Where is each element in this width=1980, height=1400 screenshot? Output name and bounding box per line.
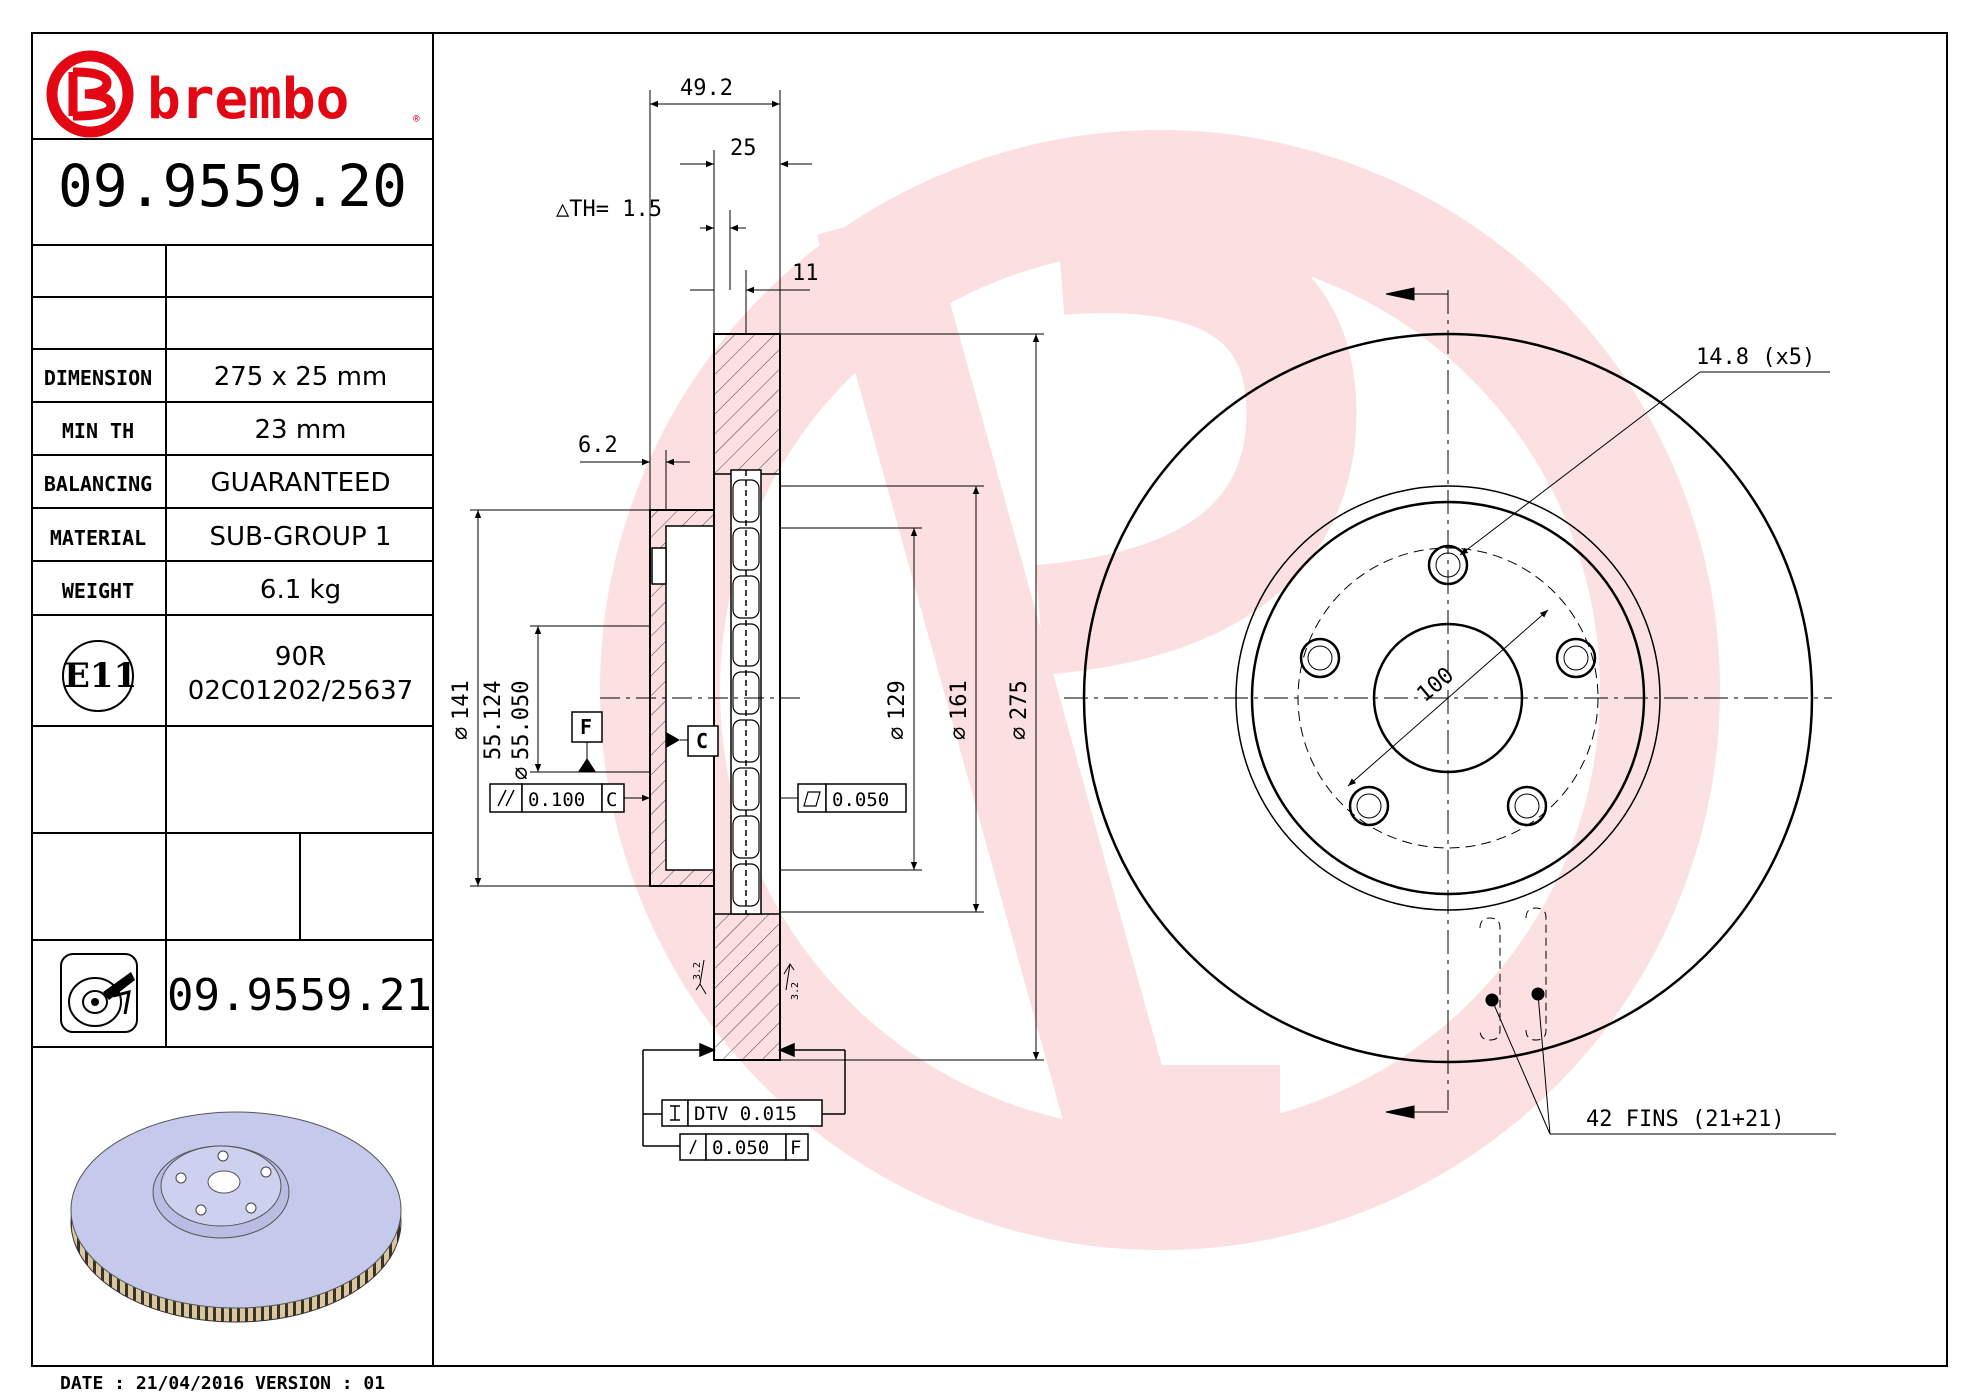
brembo-logo: brembo ®: [46, 50, 420, 138]
section-dimension-texts: 49.2 25 △TH= 1.5 11 6.2 ⌀ 141 ⌀ 55.124 5…: [449, 76, 1032, 780]
dim-thickness: 25: [730, 136, 757, 161]
tolerance-flatness: [780, 783, 907, 813]
variant-part-number: 09.9559.21: [167, 970, 432, 1021]
parallel-value: 0.100: [528, 789, 585, 811]
parallel-ref: C: [606, 789, 617, 811]
spec-value-dimension: 275 x 25 mm: [213, 362, 388, 392]
info-panel: brembo ® 09.9559.20 DIMENSION 275 x 25 m…: [31, 32, 434, 1367]
svg-text:⌀: ⌀: [449, 727, 474, 740]
dim-offset: 6.2: [578, 433, 618, 458]
section-dimensions: [470, 90, 1044, 1061]
spec-label-weight: WEIGHT: [61, 579, 135, 603]
brand-name: brembo: [147, 67, 349, 132]
dim-d141: 141: [449, 680, 474, 720]
svg-text:⌀: ⌀: [885, 727, 910, 740]
roughness-symbols: [695, 959, 795, 995]
svg-text:⌀: ⌀: [1007, 727, 1032, 740]
dim-d275: 275: [1007, 680, 1032, 720]
roughness-right: 3.2: [790, 982, 801, 1000]
drawing-sheet: [31, 32, 1948, 1367]
dim-d129: 129: [885, 680, 910, 720]
svg-text:⌀: ⌀: [947, 727, 972, 740]
spec-label-dimension: DIMENSION: [43, 366, 153, 390]
dtv-value: DTV 0.015: [694, 1103, 797, 1125]
dim-width-total: 49.2: [680, 76, 733, 101]
spec-value-material: SUB-GROUP 1: [209, 522, 392, 552]
part-number: 09.9559.20: [57, 152, 408, 220]
tolerance-parallelism: [489, 783, 650, 813]
footer-date-version: DATE : 21/04/2016 VERSION : 01: [60, 1373, 386, 1394]
dim-hub-a: 55.124: [481, 681, 506, 760]
spec-value-balancing: GUARANTEED: [210, 468, 391, 498]
runout-ref: F: [790, 1137, 801, 1159]
datum-f: F: [540, 711, 650, 773]
datum-c: C: [666, 725, 719, 757]
svg-text:⌀: ⌀: [509, 767, 534, 780]
dim-th-delta: △TH= 1.5: [556, 197, 662, 222]
section-view: [600, 333, 800, 1061]
tolerance-dtv-runout: [642, 1042, 846, 1161]
spec-label-min-th: MIN TH: [61, 419, 135, 443]
disc-3d-illustration: [70, 1111, 402, 1323]
dim-holes: 14.8 (x5): [1696, 345, 1815, 370]
svg-text:F: F: [580, 715, 592, 739]
spec-label-material: MATERIAL: [49, 526, 147, 550]
front-view: [1064, 287, 1836, 1135]
dim-hub-b: 55.050: [509, 681, 534, 760]
dim-d161: 161: [947, 680, 972, 720]
svg-text:®: ®: [413, 112, 420, 125]
spec-value-weight: 6.1 kg: [259, 575, 342, 605]
spec-value-min-th: 23 mm: [254, 415, 347, 445]
coated-disc-icon: [60, 953, 138, 1033]
flatness-value: 0.050: [832, 789, 889, 811]
e11-approval-mark: E11: [62, 640, 137, 712]
spec-label-balancing: BALANCING: [43, 472, 153, 496]
dim-fins: 42 FINS (21+21): [1586, 1107, 1785, 1132]
svg-text:C: C: [696, 729, 708, 753]
dim-pcd: 100: [1412, 663, 1459, 708]
approval-number: 02C01202/25637: [187, 676, 414, 706]
dim-hat: 11: [792, 261, 819, 286]
roughness-left: 3.2: [692, 962, 703, 980]
runout-value: 0.050: [712, 1137, 769, 1159]
approval-code: 90R: [274, 642, 327, 672]
